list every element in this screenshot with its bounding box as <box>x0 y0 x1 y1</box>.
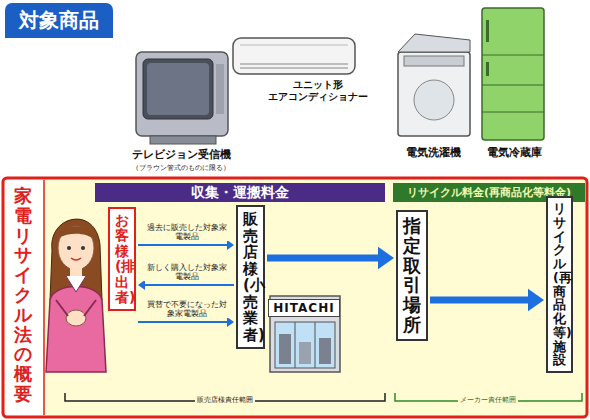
text-label: テレビジョン受信機 <box>132 148 231 161</box>
node-text: 家電リサイクル法の概要 <box>14 186 32 404</box>
tv-illustration <box>136 52 228 144</box>
overview-panel: 家電リサイクル法の概要収集・運搬料金リサイクル料金(再商品化等料金)お客様(排出… <box>3 178 587 417</box>
title-column <box>5 180 43 415</box>
process-box: リサイクル(再商品化等)施設 <box>546 196 573 373</box>
aircon-illustration <box>233 38 355 74</box>
flow-arrow <box>138 317 234 327</box>
edge-label: 新しく購入した対象家電製品 <box>144 263 230 281</box>
node-text: 指定取引場所 <box>403 216 421 335</box>
text-label: 電気洗濯機 <box>406 146 461 159</box>
text-label: 電気冷蔵庫 <box>487 146 542 159</box>
title-tab: 対象商品 <box>5 3 113 38</box>
process-box: お客様(排出者) <box>108 207 136 311</box>
text-label: （ブラウン管式のものに限る） <box>132 164 230 172</box>
text-label: 販売店様責任範囲 <box>195 396 255 404</box>
flow-arrow <box>138 280 234 290</box>
flow-arrow <box>430 289 544 311</box>
process-box: 指定取引場所 <box>396 210 428 341</box>
fridge-illustration <box>482 8 544 140</box>
edge-label: 買替で不要になった対象家電製品 <box>144 300 230 318</box>
node-text: リサイクル(再商品化等)施設 <box>553 202 566 367</box>
panel-outline <box>3 178 587 417</box>
process-box: 販売店様(小売業者) <box>236 205 265 349</box>
store-sign: HITACHI <box>268 299 340 317</box>
node-text: 販売店様(小売業者) <box>243 211 258 343</box>
node-text: お客様(排出者) <box>115 213 129 305</box>
flow-arrow <box>267 247 394 269</box>
fee-bar: 収集・運搬料金 <box>95 183 385 202</box>
bar-text: 収集・運搬料金 <box>191 184 289 202</box>
washer-illustration <box>398 34 470 136</box>
edge-label: 過去に販売した対象家電製品 <box>144 223 230 241</box>
text-label: ユニット形 エアコンディショナー <box>258 79 378 103</box>
flow-arrow <box>138 240 234 250</box>
customer-illustration <box>46 219 106 372</box>
text-label: メーカー責任範囲 <box>458 396 518 404</box>
